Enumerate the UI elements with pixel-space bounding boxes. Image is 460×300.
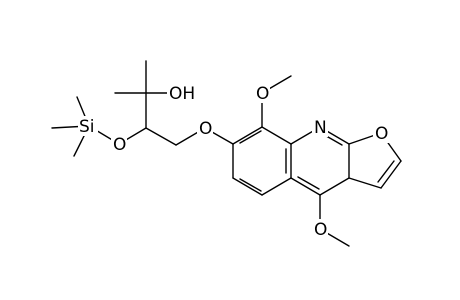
methoxy-oxygen-4-bg [312, 219, 328, 239]
bond-c4a-c5 [261, 177, 292, 196]
hydroxyl-label: OH [169, 84, 195, 104]
bond-c4-c4a [290, 177, 321, 196]
bond-c5-c6 [232, 177, 263, 196]
ether-oxygen-7-label: O [199, 119, 212, 139]
quinoline-nitrogen-label: N [314, 118, 327, 138]
bonds [51, 60, 402, 247]
atom-labels: OH O Si O O N O O [78, 83, 389, 240]
ether-oxygen-7-bg [197, 118, 213, 138]
bond-c7-c8-inner [239, 130, 262, 144]
methoxy-oxygen-4-label: O [314, 220, 327, 240]
silicon-label-bg [78, 116, 98, 136]
quinoline-nitrogen-bg [312, 117, 328, 137]
bond-c8-c8a [261, 126, 292, 145]
silyl-ether-oxygen-bg [111, 134, 127, 154]
methoxy-oxygen-8-bg [254, 83, 270, 103]
silicon-label: Si [79, 117, 95, 137]
furan-oxygen-label: O [375, 124, 388, 144]
bond-c2f-c3f [380, 160, 402, 189]
bond-c2f-c3f-inner [377, 160, 395, 183]
furan-oxygen-bg [373, 123, 389, 143]
methoxy-oxygen-8-label: O [256, 84, 269, 104]
silyl-ether-oxygen-label: O [113, 135, 126, 155]
bond-c3a-c4 [319, 177, 350, 196]
bond-c7-c8 [232, 126, 263, 145]
bond-c6-c5-inner [239, 178, 262, 192]
bond-c3f-c3a [348, 177, 382, 189]
hydroxyl-label-bg [167, 83, 192, 103]
bond-c4-c4a-inner [297, 176, 320, 190]
bond-c2-c1 [145, 127, 177, 146]
